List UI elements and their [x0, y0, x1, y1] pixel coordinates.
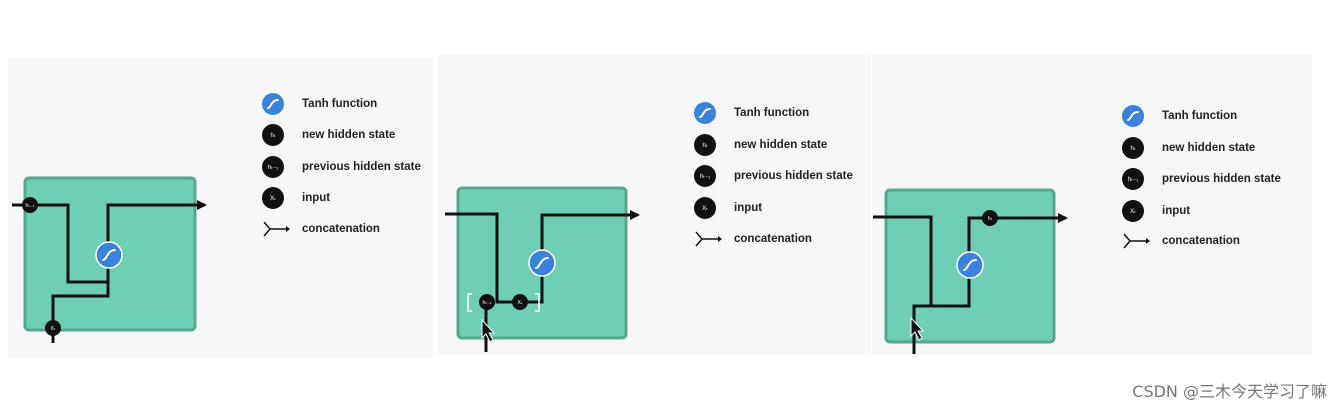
- input-icon: Xₜ: [262, 187, 284, 209]
- legend-item-tanh: Tanh function: [1122, 105, 1237, 127]
- legend-item-new-hidden: hₜ new hidden state: [262, 124, 395, 146]
- input-node-1: [45, 320, 61, 336]
- legend-item-tanh: Tanh function: [262, 93, 377, 115]
- input-icon: Xₜ: [694, 197, 716, 219]
- input-icon: Xₜ: [1122, 200, 1144, 222]
- mouse-cursor-icon-2: [910, 316, 925, 341]
- concatenation-icon: [694, 228, 722, 250]
- legend-item-input: Xₜ input: [1122, 200, 1190, 222]
- legend-item-tanh: Tanh function: [694, 102, 809, 124]
- previous-hidden-state-icon: hₜ₋₁: [262, 156, 284, 178]
- new-hidden-state-icon: hₜ: [262, 124, 284, 146]
- tanh-icon: [1122, 105, 1144, 127]
- input-node-2: [512, 294, 528, 310]
- tanh-node-1: [95, 241, 123, 269]
- prev-hidden-node-2: [479, 294, 495, 310]
- svg-text:hₜ₋₁: hₜ₋₁: [25, 203, 34, 209]
- new-hidden-node-3: [982, 210, 998, 226]
- tanh-node-3: [956, 251, 984, 279]
- legend-item-new-hidden: hₜ new hidden state: [694, 134, 827, 156]
- svg-text:hₜ₋₁: hₜ₋₁: [482, 300, 491, 306]
- legend-item-input: Xₜ input: [262, 187, 330, 209]
- previous-hidden-state-icon: hₜ₋₁: [694, 165, 716, 187]
- legend-item-prev-hidden: hₜ₋₁ previous hidden state: [1122, 168, 1281, 190]
- watermark: CSDN @三木今天学习了嘛: [1132, 382, 1327, 401]
- legend-item-prev-hidden: hₜ₋₁ previous hidden state: [694, 165, 853, 187]
- svg-text:Xₜ: Xₜ: [51, 326, 56, 332]
- concatenation-icon: [262, 218, 290, 240]
- svg-text:Xₜ: Xₜ: [518, 300, 523, 306]
- tanh-icon: [694, 102, 716, 124]
- legend-item-concat: concatenation: [694, 228, 812, 250]
- tanh-node-2: [528, 249, 556, 277]
- tanh-icon: [262, 93, 284, 115]
- previous-hidden-state-icon: hₜ₋₁: [1122, 168, 1144, 190]
- rnn-cell-1: hₜ₋₁ Xₜ: [12, 176, 207, 343]
- legend-item-concat: concatenation: [262, 218, 380, 240]
- rnn-cell-3: hₜ: [873, 188, 1068, 354]
- new-hidden-state-icon: hₜ: [1122, 137, 1144, 159]
- legend-item-input: Xₜ input: [694, 197, 762, 219]
- mouse-cursor-icon-1: [481, 318, 496, 343]
- svg-text:hₜ: hₜ: [988, 216, 993, 222]
- legend-item-concat: concatenation: [1122, 230, 1240, 252]
- rnn-cell-2: hₜ₋₁ Xₜ: [445, 186, 640, 352]
- new-hidden-state-icon: hₜ: [694, 134, 716, 156]
- prev-hidden-node-1: [22, 197, 38, 213]
- concatenation-icon: [1122, 230, 1150, 252]
- legend-item-new-hidden: hₜ new hidden state: [1122, 137, 1255, 159]
- legend-item-prev-hidden: hₜ₋₁ previous hidden state: [262, 156, 421, 178]
